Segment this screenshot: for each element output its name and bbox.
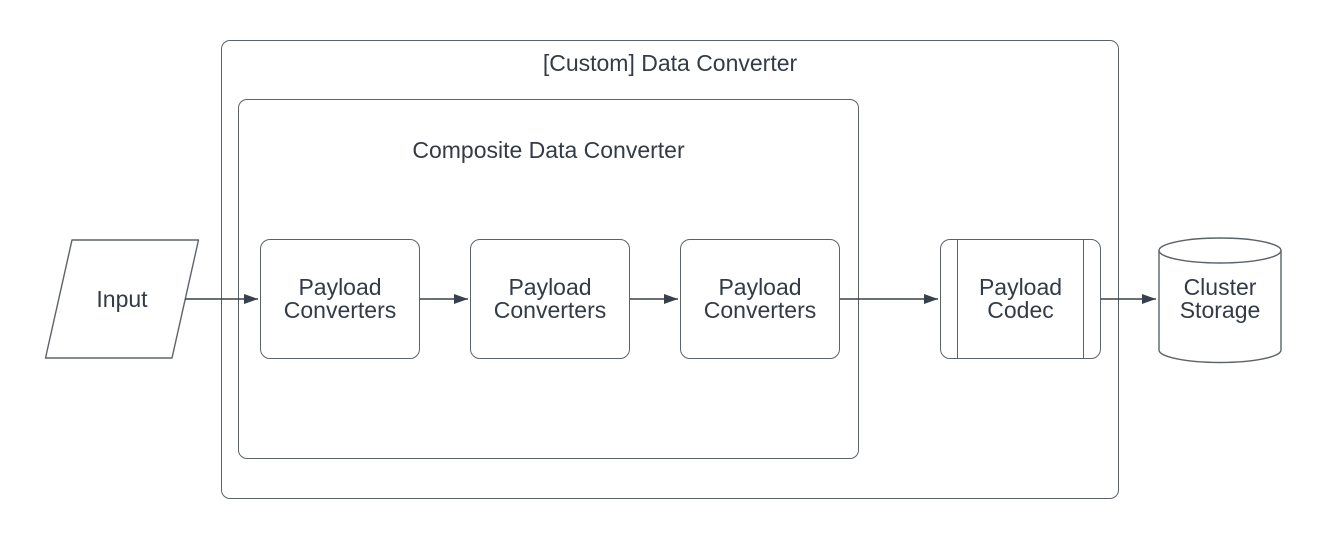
cylinder-body — [1158, 250, 1282, 364]
node-payload-converters-2-label: Payload Converters — [470, 239, 630, 359]
label-line: Payload — [508, 274, 592, 300]
parallelogram-shape — [44, 239, 200, 359]
node-cluster-storage-label: Cluster Storage — [1158, 237, 1282, 361]
composite-data-converter-title: Composite Data Converter — [412, 137, 685, 163]
node-cluster-storage-shape — [1158, 237, 1282, 364]
node-payload-converters-3 — [680, 239, 840, 359]
label-line: Converters — [283, 297, 397, 323]
node-payload-converters-1 — [260, 239, 420, 359]
node-payload-converters-3-label: Payload Converters — [680, 239, 840, 359]
subroutine-right-bar — [1082, 240, 1084, 358]
node-payload-converters-2 — [470, 239, 630, 359]
custom-data-converter-title: [Custom] Data Converter — [542, 50, 798, 76]
label-line: Storage — [1179, 297, 1261, 323]
node-input-shape — [44, 239, 200, 359]
cylinder-top — [1158, 237, 1282, 264]
label-line: Converters — [703, 297, 817, 323]
node-input-label: Input — [44, 239, 200, 359]
label-line: Payload — [718, 274, 802, 300]
node-payload-converters-1-label: Payload Converters — [260, 239, 420, 359]
label-line: Payload — [298, 274, 382, 300]
node-payload-codec — [940, 239, 1101, 359]
label-line: Codec — [987, 297, 1054, 323]
label-line: Payload — [978, 274, 1063, 300]
node-payload-codec-label: Payload Codec — [940, 239, 1101, 359]
subroutine-left-bar — [957, 240, 959, 358]
label-line: Converters — [493, 297, 607, 323]
label-line: Input — [96, 285, 148, 312]
label-line: Cluster — [1183, 274, 1257, 300]
